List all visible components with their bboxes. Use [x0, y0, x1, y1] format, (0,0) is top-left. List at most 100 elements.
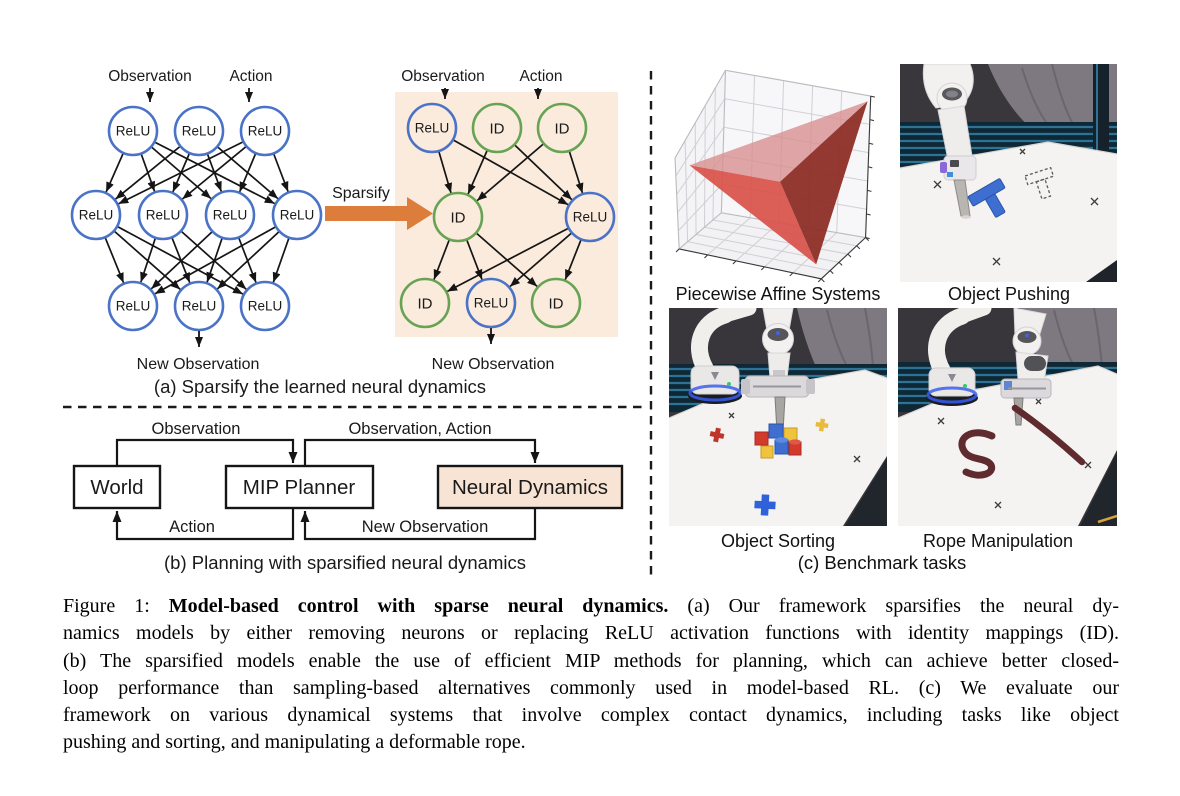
- robot-arm: [922, 64, 977, 219]
- left-new-observation-label: New Observation: [137, 356, 260, 373]
- svg-text:ReLU: ReLU: [146, 208, 181, 223]
- figure-caption: Figure 1: Model-based control with spars…: [63, 593, 1119, 757]
- panel-c-caption: (c) Benchmark tasks: [797, 552, 967, 573]
- svg-text:ReLU: ReLU: [116, 299, 151, 314]
- mip-planner-box: MIP Planner: [224, 464, 375, 510]
- edge-label-new-observation: New Observation: [362, 518, 489, 536]
- colored-blocks: [754, 423, 802, 459]
- world-box: World: [72, 464, 162, 510]
- panel-a-caption: (a) Sparsify the learned neural dynamics: [154, 376, 486, 397]
- svg-text:MIP Planner: MIP Planner: [243, 476, 356, 499]
- sparsified-network: ReLU ID ID ID ReLU ID ReLU ID: [399, 102, 616, 329]
- edge-label-action: Action: [169, 518, 215, 536]
- background-robot-arm: [926, 308, 992, 406]
- task-label-piecewise-affine: Piecewise Affine Systems: [675, 284, 881, 304]
- caption-bold-title: Model-based control with sparse neural d…: [168, 595, 669, 617]
- panel-b-caption: (b) Planning with sparsified neural dyna…: [164, 552, 526, 573]
- svg-text:ReLU: ReLU: [280, 208, 315, 223]
- right-new-observation-label: New Observation: [432, 356, 555, 373]
- relu-node: ReLU: [239, 105, 291, 157]
- id-node: ID: [471, 102, 523, 154]
- caption-line-6: pushing and sorting, and manipulating a …: [63, 731, 526, 754]
- caption-line-5: framework on various dynamical systems t…: [63, 704, 1119, 727]
- svg-text:ReLU: ReLU: [573, 210, 608, 225]
- yellow-cross-marker: [815, 418, 829, 432]
- left-action-label: Action: [229, 68, 272, 85]
- svg-text:ID: ID: [555, 121, 570, 138]
- svg-text:ReLU: ReLU: [474, 296, 509, 311]
- planner-loop-arrows: [112, 438, 540, 541]
- relu-node: ReLU: [173, 105, 225, 157]
- background-robot-arm: [688, 308, 757, 404]
- s-shaped-rope: [958, 429, 996, 479]
- edge-label-observation-action: Observation, Action: [348, 420, 491, 438]
- svg-text:ReLU: ReLU: [182, 124, 217, 139]
- rope-manipulation-photo: [898, 308, 1117, 526]
- relu-node: ReLU: [204, 189, 256, 241]
- object-sorting-photo: [669, 308, 887, 526]
- id-node: ID: [536, 102, 588, 154]
- svg-text:ID: ID: [451, 210, 466, 227]
- network-edge: [446, 216, 591, 293]
- relu-node: ReLU: [107, 280, 159, 332]
- gripper-robot-arm: [741, 308, 815, 433]
- id-node: ID: [432, 191, 484, 243]
- svg-text:ReLU: ReLU: [79, 208, 114, 223]
- sparsify-label: Sparsify: [332, 185, 390, 202]
- caption-line-3: (b) The sparsified models enable the use…: [63, 649, 1119, 672]
- blue-t-object: [967, 178, 1006, 218]
- network-edge: [431, 127, 569, 206]
- dense-network: ReLU ReLU ReLU ReLU ReLU ReLU ReLU ReLU ReLU ReLU: [70, 105, 323, 332]
- relu-node: ReLU: [406, 102, 458, 154]
- table-markers: [937, 398, 1092, 509]
- svg-text:ID: ID: [490, 121, 505, 138]
- piecewise-affine-plot: [674, 69, 875, 283]
- caption-line-2: namics models by either removing neurons…: [63, 622, 1119, 645]
- id-node: ID: [399, 277, 451, 329]
- gripper-robot-arm: [1000, 308, 1052, 426]
- caption-line-4: loop performance than sampling-based alt…: [63, 676, 1119, 699]
- relu-node: ReLU: [271, 189, 323, 241]
- sparsify-arrow: [325, 197, 433, 230]
- red-cross-marker: [709, 427, 725, 443]
- task-label-object-pushing: Object Pushing: [947, 284, 1071, 304]
- relu-node: ReLU: [465, 277, 517, 329]
- table-markers: [933, 148, 1099, 266]
- relu-node: ReLU: [107, 105, 159, 157]
- caption-figure-number: Figure 1:: [63, 595, 150, 617]
- network-edge: [118, 130, 266, 205]
- neural-dynamics-box: Neural Dynamics: [436, 464, 624, 510]
- blue-cross-marker: [754, 494, 776, 516]
- caption-line-1: Figure 1: Model-based control with spars…: [63, 593, 1119, 620]
- relu-node: ReLU: [137, 189, 189, 241]
- network-edge: [132, 130, 276, 205]
- relu-node: ReLU: [173, 280, 225, 332]
- table-markers: [728, 412, 861, 463]
- svg-text:ID: ID: [549, 296, 564, 313]
- straight-rope: [1011, 404, 1086, 466]
- svg-text:ReLU: ReLU: [182, 299, 217, 314]
- left-observation-label: Observation: [108, 68, 192, 85]
- io-arrows: [146, 88, 542, 347]
- axis-ticks: [675, 95, 875, 283]
- object-pushing-photo: [900, 64, 1117, 282]
- relu-node: ReLU: [239, 280, 291, 332]
- caption-line-1-rest: (a) Our framework sparsifies the neural …: [687, 595, 1120, 617]
- network-edge: [154, 214, 298, 295]
- task-label-rope-manipulation: Rope Manipulation: [922, 531, 1074, 551]
- svg-text:ReLU: ReLU: [213, 208, 248, 223]
- relu-node: ReLU: [564, 191, 616, 243]
- svg-text:ID: ID: [418, 296, 433, 313]
- edge-label-observation: Observation: [152, 420, 241, 438]
- svg-text:ReLU: ReLU: [116, 124, 151, 139]
- axes-frame: [674, 69, 871, 250]
- task-label-object-sorting: Object Sorting: [720, 531, 836, 551]
- svg-text:Neural Dynamics: Neural Dynamics: [452, 476, 608, 499]
- svg-text:ReLU: ReLU: [248, 299, 283, 314]
- svg-text:ReLU: ReLU: [248, 124, 283, 139]
- svg-text:World: World: [90, 476, 143, 499]
- right-observation-label: Observation: [401, 68, 485, 85]
- relu-node: ReLU: [70, 189, 122, 241]
